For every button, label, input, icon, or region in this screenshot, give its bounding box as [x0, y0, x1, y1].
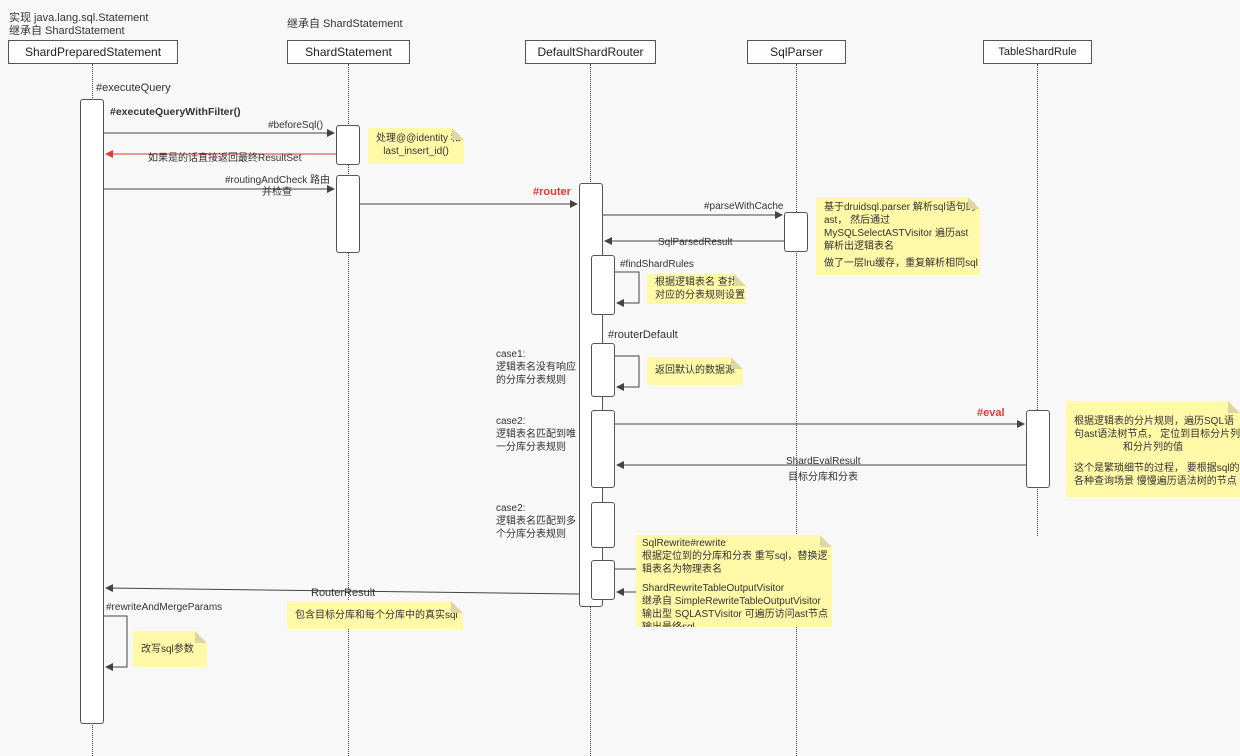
activation-router-default	[591, 343, 615, 397]
msg-router-default: #routerDefault	[608, 329, 678, 341]
participant-table-shard-rule: TableShardRule	[983, 40, 1092, 64]
msg-router-result: RouterResult	[311, 587, 376, 599]
msg-return-result-set: 如果是的话直接返回最终ResultSet	[148, 153, 302, 164]
header-extends-line: 继承自 ShardStatement	[9, 25, 125, 37]
note-eval: 根据逻辑表的分片规则，遍历SQL语 句ast语法树节点， 定位到目标分片列 和分…	[1066, 401, 1240, 497]
activation-parse-with-cache	[784, 212, 808, 252]
activation-rewrite	[591, 560, 615, 600]
msg-find-shard-rules: #findShardRules	[620, 259, 694, 270]
msg-execute-query: #executeQuery	[96, 82, 171, 94]
msg-rewrite-and-merge-params: #rewriteAndMergeParams	[106, 602, 223, 613]
case2-multi-label: case2: 逻辑表名匹配到多 个分库分表规则	[496, 503, 576, 540]
msg-eval: #eval	[977, 407, 1005, 419]
header-implements-line: 实现 java.lang.sql.Statement	[9, 12, 149, 24]
activation-eval	[1026, 410, 1050, 488]
lifeline-sql-parser	[796, 64, 797, 756]
activation-shard-prepared-statement	[80, 99, 104, 724]
msg-execute-query-with-filter: #executeQueryWithFilter()	[110, 106, 241, 118]
note-druid-parser: 基于druidsql.parser 解析sql语句的 ast， 然后通过 MyS…	[816, 197, 980, 275]
lifeline-shard-statement	[348, 64, 349, 756]
shard-statement-extends-note: 继承自 ShardStatement	[287, 18, 403, 30]
case2-single-label: case2: 逻辑表名匹配到唯 一分库分表规则	[496, 416, 576, 453]
msg-routing-and-check-1: #routingAndCheck 路由	[225, 175, 331, 186]
note-identity: 处理@@identity 和 last_insert_id()	[368, 128, 464, 164]
note-rewrite-params: 改写sql参数	[133, 631, 207, 667]
msg-shard-eval-result-sub: 目标分库和分表	[788, 472, 858, 483]
note-default-datasource: 返回默认的数据源	[647, 357, 743, 385]
note-router-result: 包含目标分库和每个分库中的真实sql	[287, 601, 463, 629]
note-rewrite: SqlRewrite#rewrite 根据定位到的分库和分表 重写sql，替换逻…	[636, 535, 832, 627]
participant-shard-prepared-statement: ShardPreparedStatement	[8, 40, 178, 64]
activation-find-shard-rules	[591, 255, 615, 315]
arrow-router-default	[615, 355, 640, 391]
participant-sql-parser: SqlParser	[747, 40, 846, 64]
participant-shard-statement: ShardStatement	[287, 40, 410, 64]
activation-case2-single	[591, 410, 615, 488]
activation-case2-multi	[591, 502, 615, 548]
case1-label: case1: 逻辑表名没有响应 的分库分表规则	[496, 349, 576, 386]
participant-default-shard-router: DefaultShardRouter	[525, 40, 656, 64]
arrow-rewrite	[615, 568, 640, 596]
arrow-find-shard-rules	[615, 271, 640, 307]
msg-parse-with-cache: #parseWithCache	[704, 201, 784, 212]
activation-before-sql	[336, 125, 360, 165]
msg-before-sql: #beforeSql()	[268, 120, 324, 131]
note-find-rules: 根据逻辑表名 查找 对应的分表规则设置	[647, 274, 746, 304]
msg-routing-and-check-2: 并检查	[262, 187, 292, 198]
arrow-router-result	[105, 584, 580, 595]
msg-router: #router	[533, 186, 571, 198]
arrow-rewrite-and-merge	[104, 615, 128, 671]
msg-shard-eval-result: ShardEvalResult	[786, 456, 861, 467]
lifeline-table-shard-rule	[1037, 64, 1038, 536]
activation-routing-and-check	[336, 175, 360, 253]
msg-sql-parsed-result: SqlParsedResult	[658, 237, 733, 248]
